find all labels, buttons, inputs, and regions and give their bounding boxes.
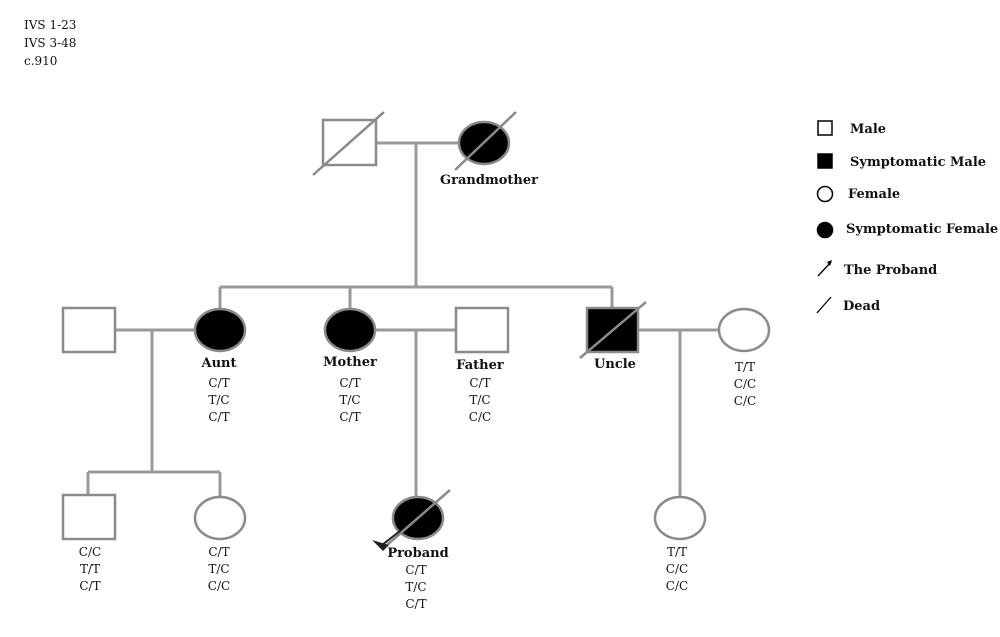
legend-female-icon [816, 185, 834, 203]
legend-dead-slash-icon [816, 296, 832, 314]
father-genotype-1: C/T [469, 376, 490, 390]
father-symbol [454, 306, 510, 354]
mother-symbol [323, 307, 377, 353]
mother-label: Mother [323, 355, 377, 370]
mother-genotype-2: T/C [339, 393, 360, 407]
father-label: Father [456, 358, 504, 373]
cousin-male-genotype-3: C/T [79, 579, 100, 593]
uncle-daughter-genotype-2: C/C [666, 562, 688, 576]
mother-genotype-1: C/T [339, 376, 360, 390]
aunt-genotype-1: C/T [208, 376, 229, 390]
cousin-female-genotype-3: C/C [208, 579, 230, 593]
uncle-deceased-slash [579, 301, 647, 359]
grandmother-label: Grandmother [440, 173, 538, 188]
grandmother-deceased-slash [454, 111, 517, 171]
proband-arrow-shaft [381, 530, 401, 546]
uncle-wife-genotype-1: T/T [735, 360, 755, 374]
snp-marker-1: IVS 1-23 [24, 18, 77, 32]
legend-proband-arrow-head [827, 260, 832, 266]
proband-label: Proband [387, 546, 448, 561]
proband-arrow-head [372, 540, 389, 551]
legend-proband-label: The Proband [844, 263, 937, 278]
proband-deceased-slash [386, 489, 451, 546]
legend-symptomatic-male-icon [817, 153, 833, 169]
uncle-daughter-genotype-1: T/T [667, 545, 687, 559]
legend-female-label: Female [848, 187, 900, 202]
uncle-wife-symbol [717, 307, 771, 353]
legend-symptomatic-female-icon [816, 221, 834, 239]
father-genotype-3: C/C [469, 410, 491, 424]
mother-genotype-3: C/T [339, 410, 360, 424]
cousin-female-genotype-1: C/T [208, 545, 229, 559]
legend-male-label: Male [850, 122, 886, 137]
proband-genotype-3: C/T [405, 597, 426, 611]
cousin-male-genotype-2: T/T [80, 562, 100, 576]
aunt-genotype-2: T/C [208, 393, 229, 407]
cousin-female-symbol [193, 495, 247, 541]
proband-genotype-2: T/C [405, 580, 426, 594]
aunt-symbol [193, 307, 247, 353]
legend-male-icon [817, 120, 833, 136]
cousin-male-symbol [61, 493, 117, 541]
uncle-wife-genotype-3: C/C [734, 394, 756, 408]
father-genotype-2: T/C [469, 393, 490, 407]
aunt-husband-symbol [61, 306, 117, 354]
symbol-legend: Male Symptomatic Male Female Symptomatic… [816, 120, 998, 314]
uncle-daughter-symbol [653, 495, 707, 541]
aunt-label: Aunt [201, 356, 237, 371]
uncle-daughter-genotype-3: C/C [666, 579, 688, 593]
legend-symptomatic-female-label: Symptomatic Female [846, 222, 998, 237]
snp-marker-3: c.910 [24, 54, 58, 68]
uncle-label: Uncle [594, 357, 636, 372]
grandfather-deceased-slash [312, 111, 385, 176]
cousin-male-genotype-1: C/C [79, 545, 101, 559]
legend-dead-label: Dead [843, 299, 880, 314]
legend-symptomatic-male-label: Symptomatic Male [850, 155, 986, 170]
snp-marker-list: IVS 1-23 IVS 3-48 c.910 [24, 16, 76, 70]
uncle-wife-genotype-2: C/C [734, 377, 756, 391]
aunt-genotype-3: C/T [208, 410, 229, 424]
proband-genotype-1: C/T [405, 563, 426, 577]
snp-marker-2: IVS 3-48 [24, 36, 77, 50]
cousin-female-genotype-2: T/C [208, 562, 229, 576]
